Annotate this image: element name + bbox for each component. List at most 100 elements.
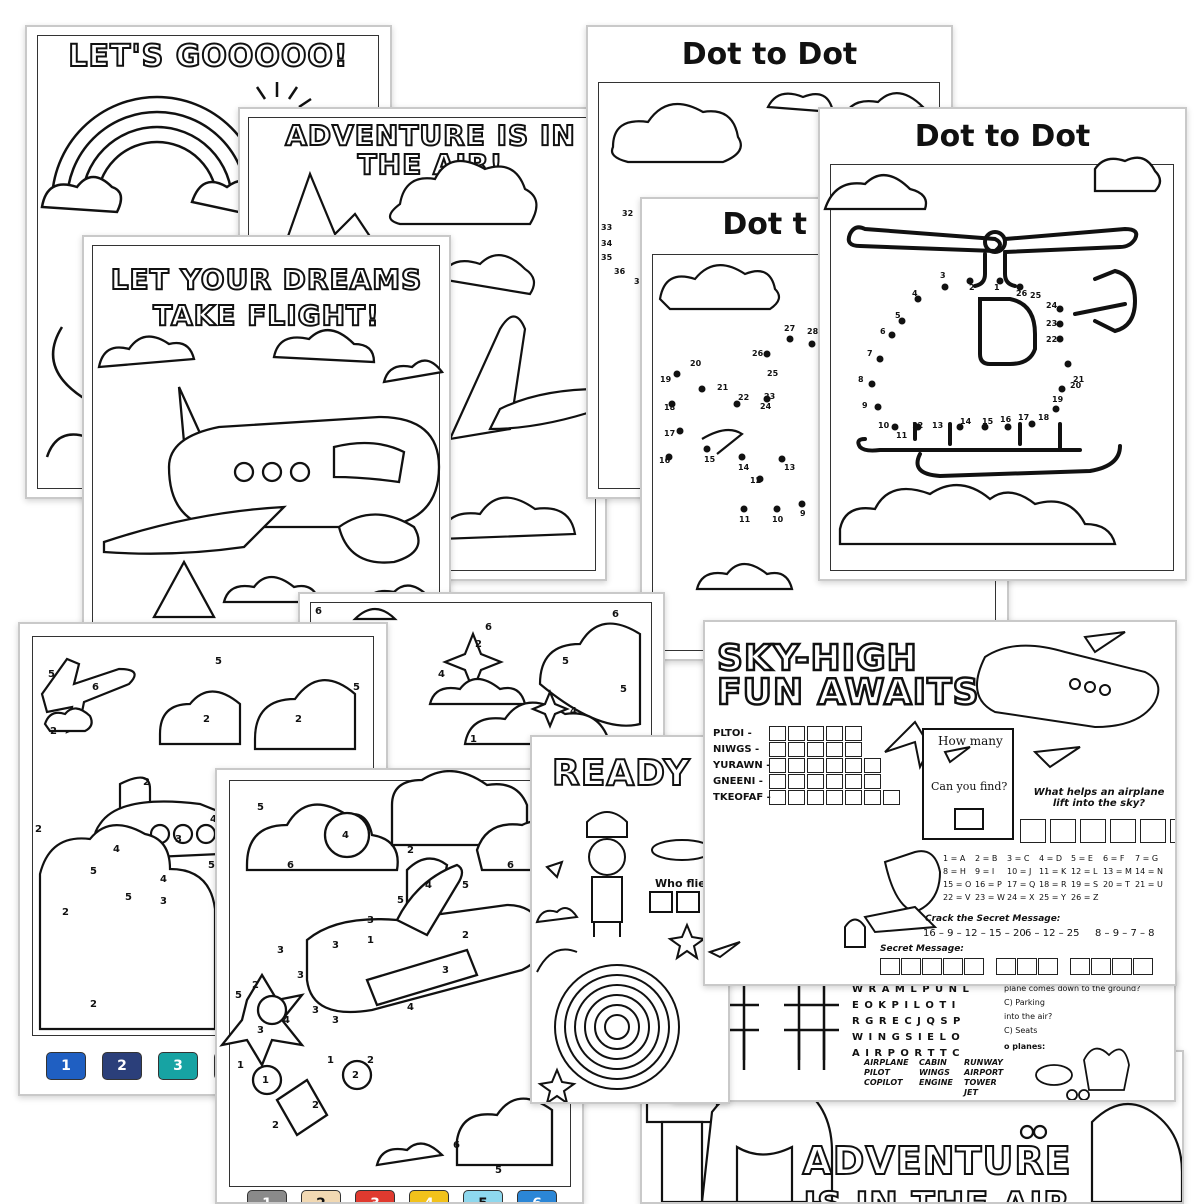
cipher-entry: 8 = H xyxy=(943,867,966,876)
page-frame xyxy=(92,245,440,622)
color-number: 2 xyxy=(312,1100,319,1111)
cipher-entry: 23 = W xyxy=(975,893,1005,902)
color-swatch-3[interactable]: 3 xyxy=(355,1190,395,1202)
dot-number: 12 xyxy=(750,476,762,485)
dot-number: 35 xyxy=(601,253,613,262)
color-number: 5 xyxy=(397,895,404,906)
page-title-line1: SKY-HIGH xyxy=(716,638,918,679)
color-number: 5 xyxy=(90,866,97,877)
dot-number: 23 xyxy=(1046,319,1058,328)
color-swatch-6[interactable]: 6 xyxy=(517,1190,557,1202)
quiz-question: plane comes down to the ground? xyxy=(1004,984,1141,993)
dot-number: 1 xyxy=(994,283,1000,292)
cipher-entry: 10 = J xyxy=(1007,867,1032,876)
sky-clouds-illustration xyxy=(352,607,642,746)
color-number: 5 xyxy=(215,656,222,667)
dot-number: 21 xyxy=(717,383,729,392)
cipher-entry: 24 = X xyxy=(1007,893,1035,902)
quiz-answer: C) Seats xyxy=(1004,1026,1038,1035)
color-number: 1 xyxy=(327,1055,334,1066)
color-number: 4 xyxy=(570,706,577,717)
cipher-entry: 13 = M xyxy=(1103,867,1132,876)
answer-boxes[interactable] xyxy=(769,758,881,773)
cipher-entry: 17 = Q xyxy=(1007,880,1036,889)
page-title-line2: IS IN THE AIR xyxy=(792,1186,1082,1202)
color-swatch-1[interactable]: 1 xyxy=(46,1052,86,1080)
page-color-by-number-front[interactable]: 5 6 4 2 6 5 4 5 3 3 2 3 1 3 2 3 4 5 3 3 … xyxy=(215,768,584,1204)
secret-message-boxes[interactable] xyxy=(880,958,1153,975)
dot-number: 18 xyxy=(1038,413,1050,422)
color-swatch-1[interactable]: 1 xyxy=(247,1190,287,1202)
color-swatch-4[interactable]: 4 xyxy=(409,1190,449,1202)
page-ready-maze[interactable]: READY Who flies xyxy=(530,735,730,1104)
page-title: Dot to Dot xyxy=(681,37,858,72)
secret-code: 8 – 9 – 7 – 8 xyxy=(1095,928,1155,939)
pilot-maze-illustration xyxy=(535,811,713,1102)
dot-number: 18 xyxy=(664,403,676,412)
page-dot-to-dot-helicopter[interactable]: Dot to Dot 3 2 1 26 4 25 24 xyxy=(818,107,1187,581)
answer-boxes[interactable] xyxy=(769,726,862,741)
crack-message-label: Crack the Secret Message: xyxy=(925,914,1061,924)
cipher-entry: 11 = K xyxy=(1039,867,1067,876)
color-number: 5 xyxy=(125,892,132,903)
color-number: 4 xyxy=(160,874,167,885)
dot-number: 2 xyxy=(969,283,975,292)
color-number: 3 xyxy=(297,970,304,981)
color-number: 6 xyxy=(507,860,514,871)
answer-boxes[interactable] xyxy=(769,742,862,757)
word-list-item: AIRPLANE xyxy=(864,1058,909,1067)
word-search-row: W I N G S I E L O xyxy=(852,1032,961,1043)
color-number: 4 xyxy=(438,669,445,680)
dot-number: 17 xyxy=(664,429,676,438)
dot-number: 20 xyxy=(690,359,702,368)
helicopter-illustration xyxy=(823,156,1162,546)
dot-number: 36 xyxy=(614,267,626,276)
color-number: 5 xyxy=(462,880,469,891)
cipher-entry: 20 = T xyxy=(1103,880,1130,889)
color-number: 2 xyxy=(352,1070,359,1081)
page-title: LET'S GOOOOO! xyxy=(67,39,349,74)
page-frame xyxy=(830,164,1174,571)
propeller-plane-illustration xyxy=(219,770,564,1167)
page-sky-high-fun[interactable]: SKY-HIGH FUN AWAITS PLTOI - NIWGS - YURA… xyxy=(703,620,1177,986)
answer-boxes[interactable] xyxy=(769,774,881,789)
page-title-line2: FUN AWAITS xyxy=(716,672,980,713)
color-number: 3 xyxy=(160,896,167,907)
color-swatch-2[interactable]: 2 xyxy=(102,1052,142,1080)
cipher-entry: 19 = S xyxy=(1071,880,1099,889)
color-number: 3 xyxy=(442,965,449,976)
cipher-entry: 7 = G xyxy=(1135,854,1159,863)
color-number: 1 xyxy=(262,1075,269,1086)
lift-answer-boxes[interactable] xyxy=(1020,819,1175,843)
word-search-row: W R A M L P U N L xyxy=(852,984,970,995)
word-list-item: AIRPORT xyxy=(964,1068,1004,1077)
secret-message-label: Secret Message: xyxy=(880,944,964,954)
answer-boxes[interactable] xyxy=(769,790,900,805)
page-title: Dot to Dot xyxy=(914,119,1091,154)
page-title: ADVENTURE xyxy=(801,1139,1072,1183)
dot-number: 7 xyxy=(867,349,873,358)
color-swatch-3[interactable]: 3 xyxy=(158,1052,198,1080)
dot-number: 33 xyxy=(601,223,613,232)
cipher-entry: 5 = E xyxy=(1071,854,1093,863)
airplane-illustration xyxy=(97,329,445,619)
color-number: 4 xyxy=(407,1002,414,1013)
dot-number: 4 xyxy=(912,289,918,298)
color-swatch-2[interactable]: 2 xyxy=(301,1190,341,1202)
page-dreams-take-flight[interactable]: LET YOUR DREAMS TAKE FLIGHT! xyxy=(82,235,451,624)
color-number: 5 xyxy=(235,990,242,1001)
page-word-search[interactable]: W R A M L P U N L E O K P I L O T I R G … xyxy=(672,970,1176,1102)
dot-cloud-illustration xyxy=(658,264,816,591)
word-list-item: TOWER xyxy=(964,1078,997,1087)
cipher-entry: 2 = B xyxy=(975,854,998,863)
word-list-item: WINGS xyxy=(919,1068,950,1077)
color-swatch-5[interactable]: 5 xyxy=(463,1190,503,1202)
color-number: 4 xyxy=(342,830,349,841)
dot-number: 3 xyxy=(940,271,946,280)
color-number: 2 xyxy=(462,930,469,941)
word-search-row: A I R P O R T T C xyxy=(852,1048,961,1059)
color-number: 3 xyxy=(277,945,284,956)
dot-number: 25 xyxy=(1030,291,1042,300)
color-number: 2 xyxy=(143,777,150,788)
color-number: 2 xyxy=(203,714,210,725)
